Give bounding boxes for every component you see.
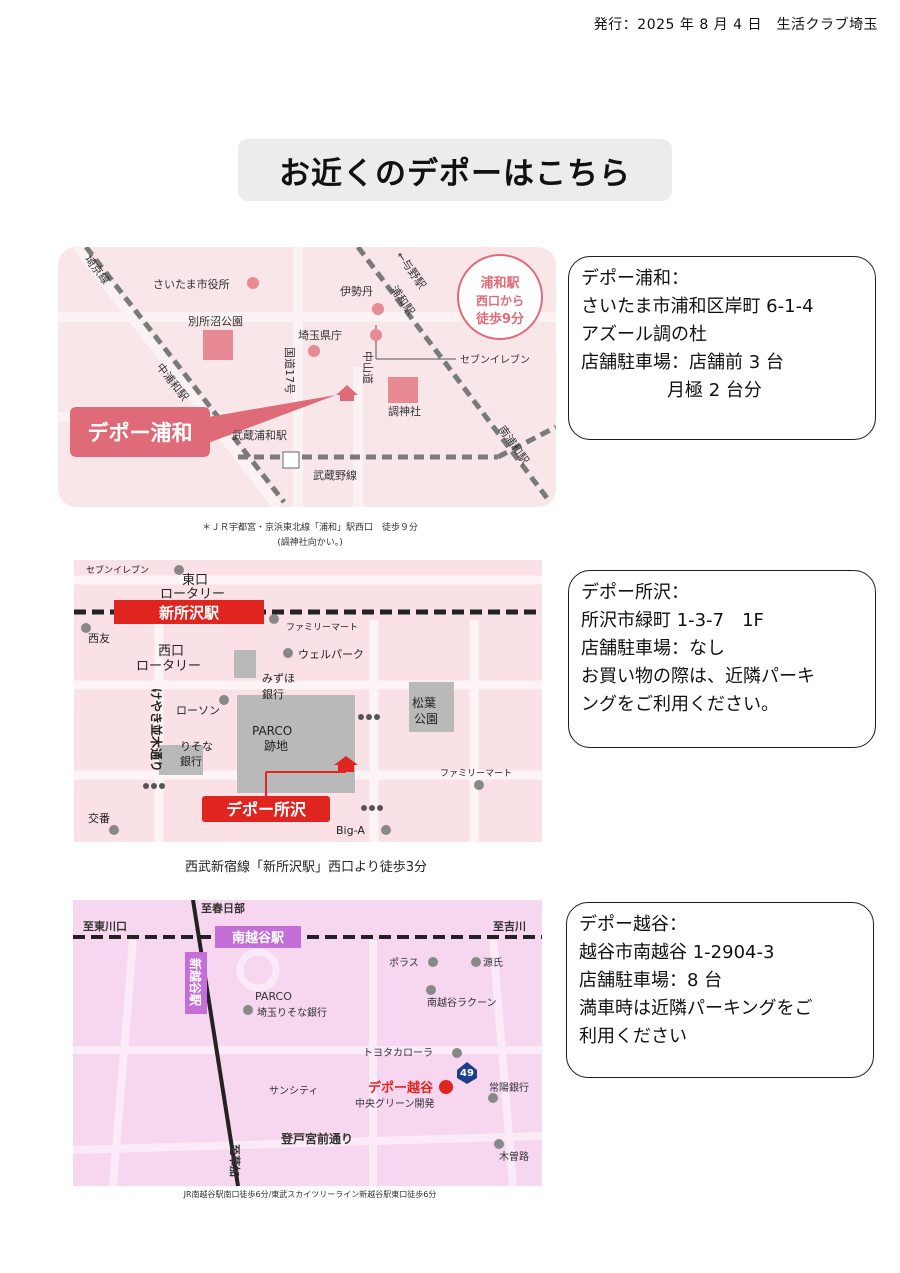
map-label: みずほ (262, 672, 295, 685)
depot-info-card: デポー越谷： 越谷市南越谷 1-2904-3 店舗駐車場：8 台 満車時は近隣パ… (566, 902, 874, 1078)
map-label: 常陽銀行 (489, 1081, 529, 1094)
map-label: 跡地 (264, 738, 288, 753)
title-banner: お近くのデポーはこちら (238, 139, 672, 201)
map-koshigaya: 南越谷駅 新越谷駅 49 デポー越谷 至東川口 至春日部 至吉川 ポラス 源氏 … (73, 900, 542, 1186)
map-label: ロータリー (136, 659, 201, 674)
map-tokorozawa: 新所沢駅 デポー所沢 セブンイレブン 東口 ロータリー 西友 ファミリーマート … (74, 560, 542, 842)
map-label: 至東川口 (83, 919, 127, 933)
badge-line-2: 西口から (476, 294, 524, 308)
issue-line: 発行：2025 年 8 月 4 日 生活クラブ埼玉 (593, 17, 878, 33)
map-label: セブンイレブン (86, 564, 149, 576)
depot-note: ングをご利用ください。 (581, 694, 779, 715)
depot-address: さいたま市浦和区岸町 6-1-4 (581, 296, 814, 317)
depot-parking-extra: 月極 2 台分 (667, 380, 762, 401)
map-label: 国道17号 (283, 347, 297, 394)
map-label: 中山道 (361, 351, 375, 384)
map-label: 西口 (158, 644, 184, 659)
map-label: 埼玉りそな銀行 (257, 1006, 327, 1019)
depot-note: 満車時は近隣パーキングをご (579, 998, 813, 1019)
map-depot-label: デポー越谷 (368, 1080, 434, 1096)
map-label: 至草加 (228, 1144, 242, 1177)
station-label: 新越谷駅 (188, 958, 203, 1007)
map-label: PARCO (255, 990, 292, 1003)
map-label: ロータリー (160, 587, 225, 602)
map-label: 交番 (88, 811, 110, 825)
depot-address: 越谷市南越谷 1-2904-3 (579, 942, 775, 963)
badge-line-3: 徒歩9分 (475, 311, 524, 327)
station-label: 新所沢駅 (159, 604, 220, 622)
map-label: 東口 (182, 572, 208, 588)
map-label: 至春日部 (201, 901, 245, 915)
map-label: ウェルパーク (298, 648, 364, 661)
map-caption: ＊ＪＲ宇都宮・京浜東北線「浦和」駅西口 徒歩９分 (201, 523, 418, 533)
depot-name: デポー浦和： (581, 268, 689, 289)
map-depot-label: デポー浦和 (88, 421, 193, 445)
map-caption: 西武新宿線「新所沢駅」西口より徒歩3分 (185, 860, 428, 875)
map-label: 伊勢丹 (340, 284, 373, 298)
map-label: ファミリーマート (440, 769, 512, 779)
station-label: 南越谷駅 (232, 930, 285, 946)
depot-parking: 店舗駐車場：なし (581, 638, 725, 659)
map-label: けやき並木通り (149, 688, 164, 772)
map-label: さいたま市役所 (153, 277, 230, 291)
map-label: ファミリーマート (286, 623, 358, 633)
depot-info-card: デポー浦和： さいたま市浦和区岸町 6-1-4 アズール調の杜 店舗駐車場：店舗… (568, 256, 876, 440)
map-label: サンシティ (269, 1085, 318, 1097)
depot-building: アズール調の杜 (581, 324, 707, 345)
map-caption: (調神社向かい。) (277, 538, 343, 548)
route-badge: 49 (460, 1068, 474, 1079)
map-label: PARCO (252, 724, 292, 738)
map-label: 木曽路 (499, 1150, 529, 1163)
map-label: トヨタカローラ (363, 1047, 433, 1059)
badge-line-1: 浦和駅 (480, 275, 520, 291)
map-label: 武蔵野線 (313, 468, 357, 482)
depot-note: 利用ください (579, 1026, 687, 1047)
map-label: 登戸宮前通り (280, 1131, 353, 1146)
map-urawa: デポー浦和 浦和駅 西口から 徒歩9分 さいたま市役所 伊勢丹 別所沼公園 埼玉… (58, 247, 556, 507)
map-label: 至吉川 (493, 919, 526, 933)
map-label: 南越谷ラクーン (427, 996, 497, 1009)
map-label: 別所沼公園 (188, 314, 243, 328)
depot-note: お買い物の際は、近隣パーキ (581, 666, 815, 687)
depot-parking: 店舗駐車場：店舗前 3 台 (581, 352, 784, 373)
map-caption: JR南越谷駅南口徒歩6分/東武スカイツリーライン新越谷駅東口徒歩6分 (183, 1190, 437, 1199)
map-label: ローソン (176, 704, 220, 717)
map-label: 埼玉県庁 (298, 328, 342, 342)
map-label: 松葉 (412, 696, 436, 710)
map-label: 武蔵浦和駅 (232, 429, 287, 442)
map-label: 銀行 (262, 687, 284, 701)
depot-info-card: デポー所沢： 所沢市緑町 1-3-7 1F 店舗駐車場：なし お買い物の際は、近… (568, 570, 876, 748)
depot-parking: 店舗駐車場：8 台 (579, 970, 723, 991)
map-label: 西友 (88, 631, 110, 645)
map-label: 公園 (414, 712, 438, 726)
depot-name: デポー所沢： (581, 582, 689, 603)
map-label: 調神社 (388, 404, 421, 418)
map-label: セブンイレブン (460, 353, 530, 366)
depot-name: デポー越谷： (579, 914, 687, 935)
map-label: Big-A (336, 824, 365, 837)
depot-address: 所沢市緑町 1-3-7 1F (581, 610, 764, 631)
map-label: 中央グリーン開発 (355, 1097, 435, 1110)
map-depot-label: デポー所沢 (226, 800, 307, 819)
map-label: ポラス (389, 957, 419, 969)
page-title: お近くのデポーはこちら (279, 155, 631, 192)
map-label: 銀行 (180, 754, 202, 768)
map-label: りそな (180, 740, 213, 753)
map-label: 源氏 (483, 956, 503, 969)
